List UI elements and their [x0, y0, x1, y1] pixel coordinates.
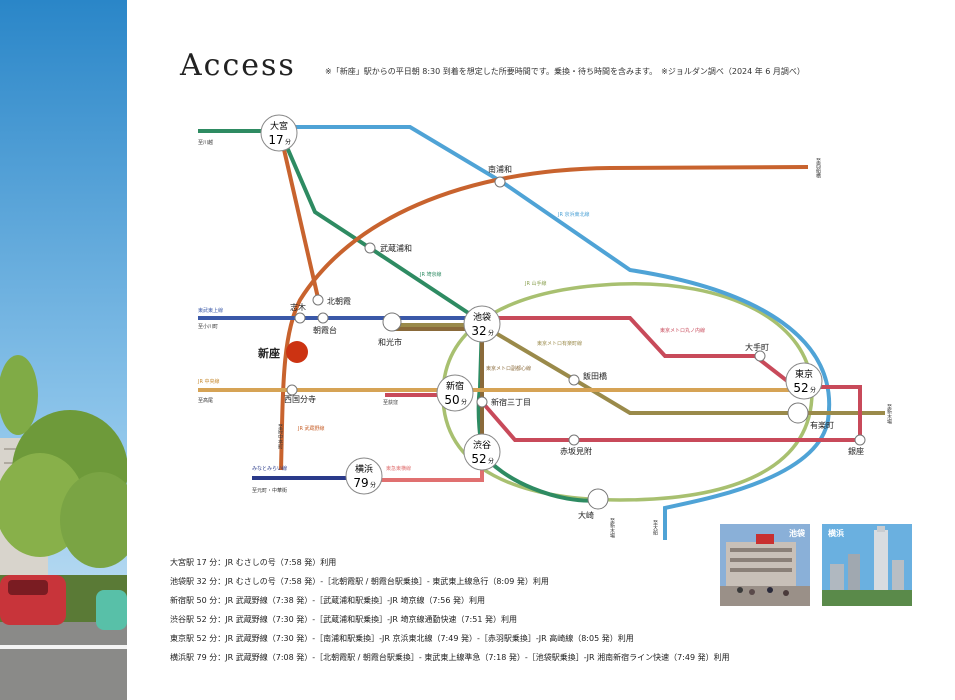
- direction-fuchu: 至府中本町: [277, 424, 283, 449]
- hub-shinjuku-unit: 分: [461, 398, 467, 406]
- hub-tokyo[interactable]: 東京 52 分: [785, 362, 823, 400]
- label-shiki: 志木: [290, 302, 306, 312]
- omiya-musashino-link: [278, 131, 320, 299]
- hub-omiya-unit: 分: [285, 138, 291, 146]
- route-item: 新宿駅 50 分：JR 武蔵野線（7:38 発）-［武蔵浦和駅乗換］-JR 埼京…: [170, 596, 485, 605]
- direction-ogawamachi: 至小川町: [198, 323, 218, 330]
- hub-yokohama-name: 横浜: [355, 463, 373, 475]
- station-dot-musashi-urawa[interactable]: [364, 242, 376, 254]
- fukutoshin-line: [392, 327, 484, 452]
- route-item: 渋谷駅 52 分：JR 武蔵野線（7:30 発）-［武蔵浦和駅乗換］-JR 埼京…: [170, 615, 517, 624]
- direction-nishi-funabashi: 至西船橋: [815, 158, 821, 179]
- direction-kawagoe: 至川越: [198, 139, 213, 146]
- hub-ikebukuro-name: 池袋: [473, 311, 491, 323]
- label-osaki: 大崎: [578, 510, 594, 520]
- hub-shibuya-unit: 分: [488, 457, 494, 465]
- label-otemachi: 大手町: [745, 342, 769, 352]
- station-dot-osaki[interactable]: [587, 488, 609, 510]
- route-list: 大宮駅 17 分：JR むさしの号（7:58 発）利用 池袋駅 32 分：JR …: [170, 553, 730, 667]
- line-label-fukutoshin: 東京メトロ副都心線: [486, 365, 531, 372]
- hub-shinjuku-name: 新宿: [446, 380, 464, 392]
- hub-omiya-name: 大宮: [270, 120, 288, 132]
- line-label-keihin-tohoku: JR 京浜東北線: [557, 211, 590, 218]
- route-item: 横浜駅 79 分：JR 武蔵野線（7:08 発）-［北朝霞駅 / 朝霞台駅乗換］…: [170, 653, 730, 662]
- station-dot-akasaka-mitsuke[interactable]: [568, 434, 580, 446]
- label-asakadai: 朝霞台: [313, 325, 337, 335]
- yokohama-photo: 横浜: [822, 524, 912, 606]
- label-akasaka-mitsuke: 赤坂見附: [560, 446, 592, 456]
- label-shinjuku-sanchome: 新宿三丁目: [491, 397, 531, 407]
- direction-ogikubo: 至荻窪: [383, 399, 398, 406]
- station-dot-asakadai[interactable]: [317, 312, 329, 324]
- label-kita-asaka: 北朝霞: [327, 297, 351, 306]
- line-label-chuo: JR 中央線: [197, 378, 220, 385]
- hub-omiya-time: 17: [268, 133, 283, 147]
- direction-motomachi: 至元町・中華街: [252, 487, 287, 494]
- station-dot-shinjuku-sanchome[interactable]: [476, 396, 488, 408]
- background-photo-strip: [0, 0, 127, 700]
- photo-label-yokohama: 横浜: [828, 529, 844, 538]
- line-label-minatomirai: みなとみらい線: [252, 465, 287, 472]
- line-label-yurakucho: 東京メトロ有楽町線: [537, 340, 582, 347]
- label-wakoshi: 和光市: [378, 337, 402, 347]
- page-title: Access: [180, 48, 296, 83]
- label-minami-urawa: 南浦和: [488, 164, 512, 174]
- hub-shinjuku-time: 50: [444, 393, 459, 407]
- station-dot-kita-asaka[interactable]: [312, 294, 324, 306]
- label-musashi-urawa: 武蔵浦和: [380, 243, 412, 253]
- hub-ikebukuro[interactable]: 池袋 32 分: [463, 305, 501, 343]
- station-dot-ginza[interactable]: [854, 434, 866, 446]
- direction-ofuna: 至大船: [652, 520, 658, 536]
- route-item: 東京駅 52 分：JR 武蔵野線（7:30 発）-［南浦和駅乗換］-JR 京浜東…: [170, 634, 634, 643]
- hub-shibuya[interactable]: 渋谷 52 分: [463, 433, 501, 471]
- ikebukuro-photo: 池袋: [720, 524, 810, 606]
- station-dot-otemachi[interactable]: [754, 350, 766, 362]
- station-dot-nishi-kokubunji[interactable]: [286, 384, 298, 396]
- hub-omiya[interactable]: 大宮 17 分: [260, 114, 298, 152]
- line-label-toyoko: 東急東横線: [386, 465, 411, 472]
- station-dot-shiki[interactable]: [294, 312, 306, 324]
- origin-station-label: 新座: [258, 346, 280, 360]
- line-label-tobu-tojo: 東武東上線: [198, 307, 223, 314]
- hub-shibuya-name: 渋谷: [473, 439, 491, 451]
- hub-yokohama-time: 79: [353, 476, 368, 490]
- direction-shin-kiba-2: 至新木場: [609, 518, 615, 539]
- hub-yokohama[interactable]: 横浜 79 分: [345, 457, 383, 495]
- marunouchi-line: [480, 316, 862, 442]
- route-item: 大宮駅 17 分：JR むさしの号（7:58 発）利用: [170, 558, 337, 567]
- station-dot-wakoshi[interactable]: [382, 312, 402, 332]
- hub-tokyo-time: 52: [793, 381, 808, 395]
- hub-shinjuku[interactable]: 新宿 50 分: [436, 374, 474, 412]
- label-nishi-kokubunji: 西国分寺: [284, 395, 316, 404]
- hub-tokyo-unit: 分: [810, 386, 816, 394]
- direction-shin-kiba: 至新木場: [886, 404, 892, 425]
- keihin-tohoku-line: [280, 125, 832, 540]
- hub-ikebukuro-time: 32: [471, 324, 486, 338]
- station-dot-yurakucho[interactable]: [787, 402, 809, 424]
- line-label-yamanote: JR 山手線: [524, 280, 547, 287]
- station-dot-minami-urawa[interactable]: [494, 176, 506, 188]
- label-ginza: 銀座: [848, 446, 864, 456]
- line-label-musashino: JR 武蔵野線: [297, 425, 325, 432]
- hub-yokohama-unit: 分: [370, 481, 376, 489]
- origin-station-marker[interactable]: [286, 341, 308, 363]
- label-yurakucho: 有楽町: [810, 420, 834, 430]
- station-dot-iidabashi[interactable]: [568, 374, 580, 386]
- direction-takao: 至高尾: [198, 397, 213, 404]
- musashino-line: [279, 165, 809, 471]
- route-item: 池袋駅 32 分：JR むさしの号（7:58 発）-［北朝霞駅 / 朝霞台駅乗換…: [170, 577, 549, 586]
- photo-label-ikebukuro: 池袋: [789, 529, 805, 538]
- hub-tokyo-name: 東京: [795, 368, 813, 380]
- hub-shibuya-time: 52: [471, 452, 486, 466]
- line-label-saikyo: JR 埼京線: [419, 271, 442, 278]
- line-label-marunouchi: 東京メトロ丸ノ内線: [660, 327, 705, 334]
- hub-ikebukuro-unit: 分: [488, 329, 494, 337]
- survey-note: ※「新座」駅からの平日朝 8:30 到着を想定した所要時間です。乗換・待ち時間を…: [325, 67, 805, 76]
- label-iidabashi: 飯田橋: [583, 371, 607, 381]
